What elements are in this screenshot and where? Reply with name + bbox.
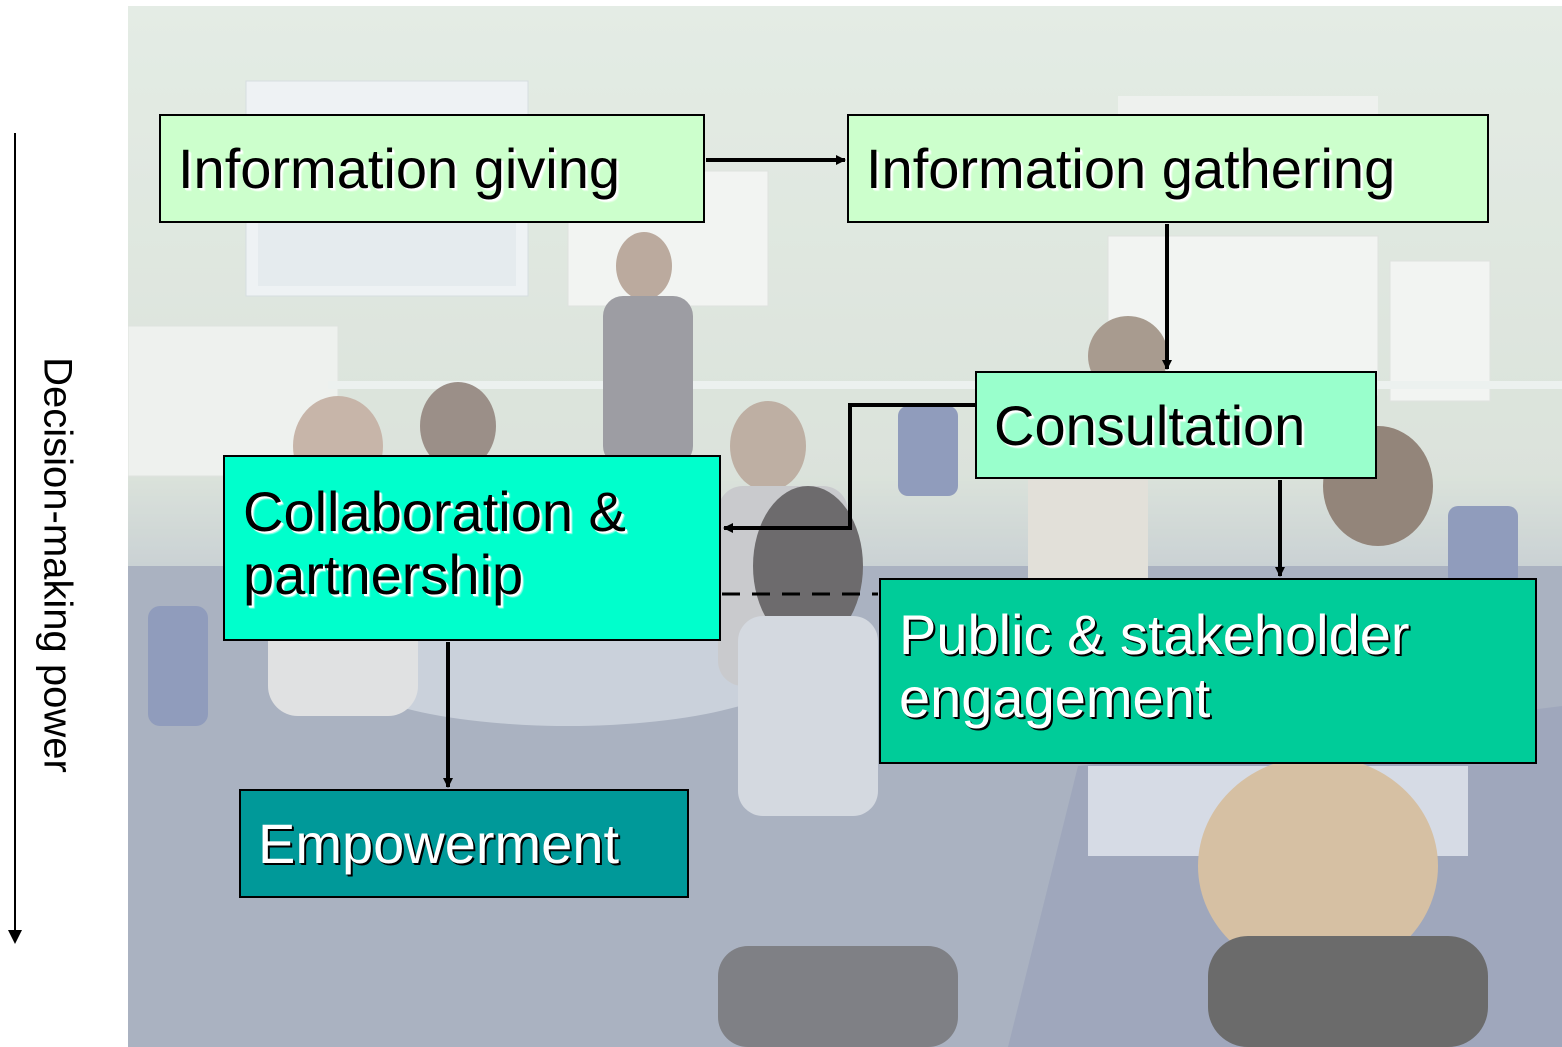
information-giving-label: Information giving <box>178 137 621 200</box>
information-gathering-box: Information gathering <box>847 114 1489 223</box>
consultation-label: Consultation <box>994 394 1306 457</box>
information-giving-box: Information giving <box>159 114 705 223</box>
information-gathering-label: Information gathering <box>866 137 1396 200</box>
consultation-box: Consultation <box>975 371 1377 479</box>
empowerment-box: Empowerment <box>239 789 689 898</box>
axis-arrow-head-icon <box>8 930 22 944</box>
axis-label: Decision-making power <box>35 357 80 773</box>
collaboration-label-line2: partnership <box>243 542 524 606</box>
public-label-line1: Public & stakeholder <box>899 603 1410 666</box>
public-label-line2: engagement <box>899 665 1211 729</box>
public-stakeholder-engagement-box: Public & stakeholder engagement <box>879 578 1537 764</box>
empowerment-label: Empowerment <box>258 812 620 875</box>
axis-arrow-line <box>14 133 16 933</box>
collaboration-label-line1: Collaboration & <box>243 480 626 543</box>
collaboration-partnership-box: Collaboration & partnership <box>223 455 721 641</box>
